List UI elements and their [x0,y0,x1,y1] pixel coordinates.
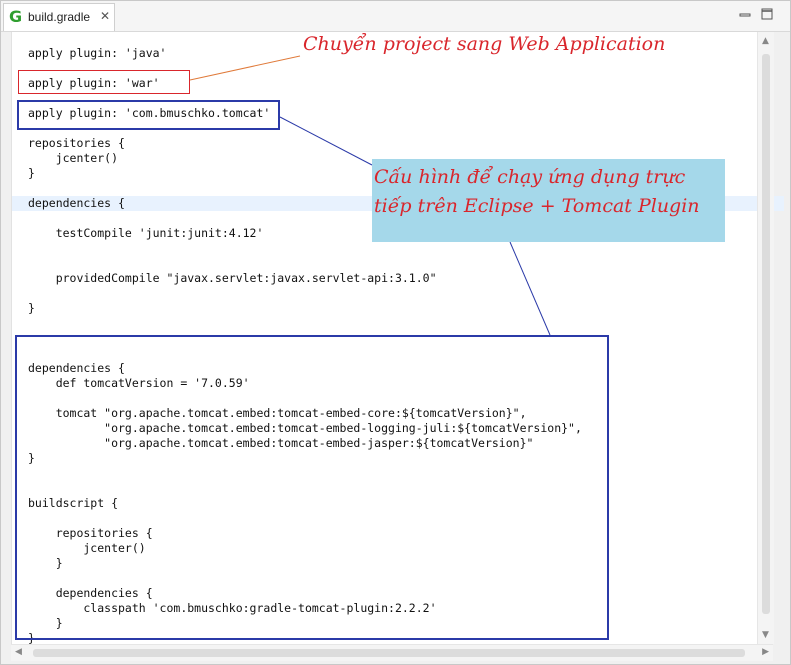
code-line [28,241,582,256]
annotation-box-war [18,70,190,94]
scroll-left-icon[interactable]: ◀ [15,647,22,657]
scroll-down-icon[interactable]: ▼ [762,630,769,640]
scroll-right-icon[interactable]: ▶ [762,647,769,657]
annotation-box-tomcat-plugin [17,100,280,130]
code-line: "org.apache.tomcat.embed:tomcat-embed-ja… [28,436,534,450]
code-line: classpath 'com.bmuschko:gradle-tomcat-pl… [28,601,437,615]
code-line [28,256,582,271]
code-line: buildscript { [28,496,119,510]
horizontal-scrollbar[interactable]: ◀ ▶ [11,644,773,661]
code-line [28,286,582,301]
code-line: jcenter() [28,541,146,555]
vertical-scroll-thumb[interactable] [762,54,770,614]
code-line: repositories { [28,526,153,540]
annotation-note-war: Chuyển project sang Web Application [303,33,666,55]
code-line: } [28,616,63,630]
maximize-icon[interactable] [761,8,773,20]
code-line: apply plugin: 'war' [28,76,160,90]
code-line: apply plugin: 'java' [28,46,167,60]
close-icon[interactable]: ✕ [100,9,111,23]
code-line: } [28,166,35,180]
scroll-up-icon[interactable]: ▲ [762,36,769,46]
tab-build-gradle[interactable]: G build.gradle ✕ [3,3,115,31]
annotation-note-tomcat-line2: tiếp trên Eclipse + Tomcat Plugin [374,195,700,217]
code-line: } [28,301,35,315]
code-line: dependencies { [28,196,125,210]
code-line: providedCompile "javax.servlet:javax.ser… [28,271,437,285]
annotation-note-tomcat: Cấu hình để chạy ứng dụng trực tiếp trên… [372,159,725,242]
code-line: "org.apache.tomcat.embed:tomcat-embed-lo… [28,421,582,435]
code-line [28,316,582,331]
code-line: tomcat "org.apache.tomcat.embed:tomcat-e… [28,406,527,420]
minimize-icon[interactable] [739,8,751,20]
code-line: repositories { [28,136,125,150]
code-line: } [28,451,35,465]
code-editor[interactable]: apply plugin: 'java' apply plugin: 'war' a… [11,32,784,646]
code-line: jcenter() [28,151,119,165]
annotation-box-tomcat-config [15,335,609,640]
vertical-scrollbar[interactable]: ▲ ▼ [757,32,774,644]
gradle-icon: G [9,7,23,26]
code-line: dependencies { [28,361,125,375]
code-line: def tomcatVersion = '7.0.59' [28,376,250,390]
horizontal-scroll-thumb[interactable] [33,649,745,657]
code-line: dependencies { [28,586,153,600]
tab-label: build.gradle [28,10,91,24]
code-line: } [28,556,63,570]
code-line: apply plugin: 'com.bmuschko.tomcat' [28,106,271,120]
code-line: testCompile 'junit:junit:4.12' [28,226,264,240]
code-content: apply plugin: 'java' apply plugin: 'war' a… [28,46,582,646]
tab-bar: G build.gradle ✕ [1,1,790,32]
annotation-note-tomcat-line1: Cấu hình để chạy ứng dụng trực [374,166,686,188]
